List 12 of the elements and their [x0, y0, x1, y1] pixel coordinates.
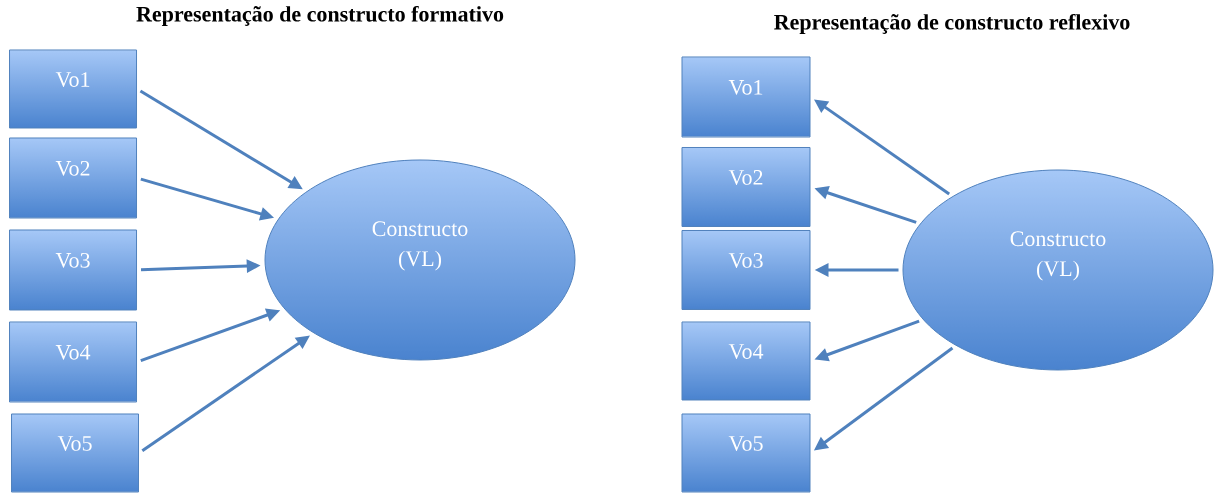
- variable-box: Vo1: [9, 49, 137, 129]
- variable-box: Vo5: [681, 413, 811, 493]
- variable-box: Vo4: [681, 321, 811, 401]
- variable-box: Vo5: [11, 413, 139, 493]
- variable-box: Vo1: [681, 56, 811, 138]
- variable-box: Vo2: [9, 137, 137, 219]
- variable-box: Vo2: [681, 147, 811, 227]
- variable-box: Vo3: [9, 229, 137, 311]
- heading: Representação de constructo formativo: [136, 5, 504, 27]
- variable-box: Vo3: [681, 230, 811, 310]
- heading: Representação de constructo reflexivo: [774, 13, 1130, 35]
- variable-box: Vo4: [9, 321, 137, 403]
